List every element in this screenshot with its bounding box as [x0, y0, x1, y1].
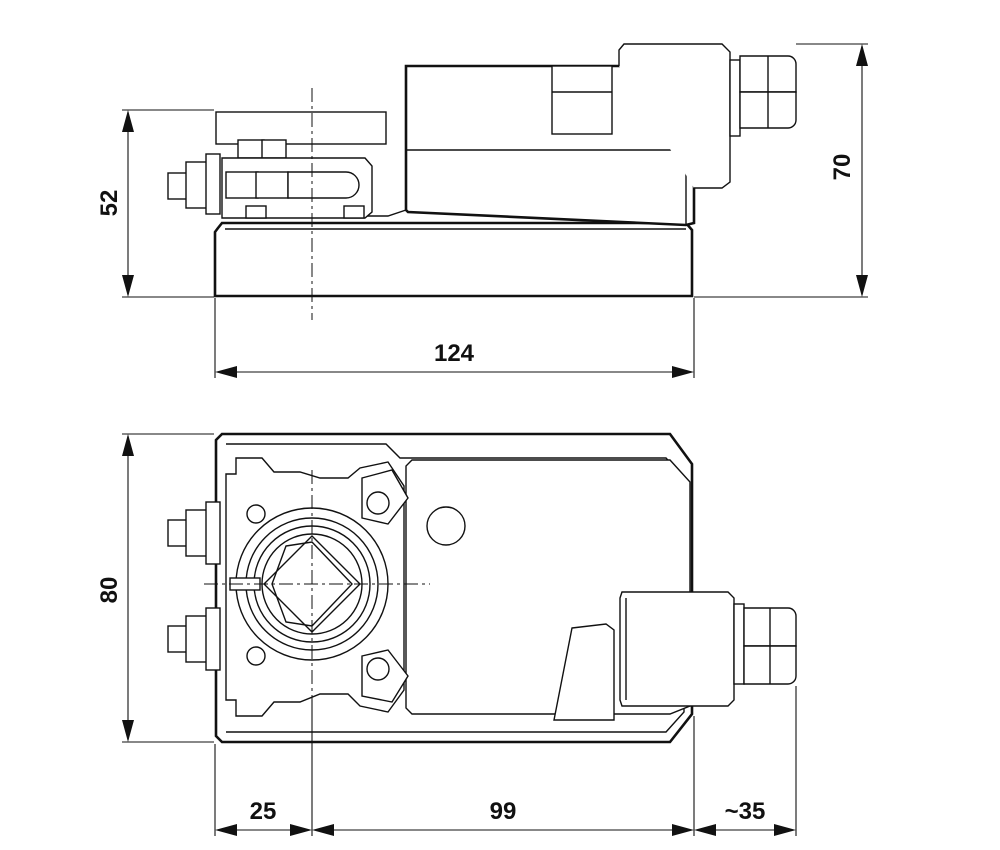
top-dimensions: 80 25 99 ~35: [96, 433, 797, 836]
side-housing-window: [551, 65, 613, 135]
dimension-top-offset: 25: [250, 798, 277, 825]
top-release-lever: [553, 623, 615, 721]
side-dimensions: 52 70 124: [96, 43, 868, 378]
top-cover-indicator: [426, 506, 466, 546]
side-connector-bracket: [618, 43, 731, 189]
top-connector: [619, 591, 735, 707]
dimension-top-width: 80: [96, 577, 123, 604]
dimension-side-height: 52: [96, 190, 123, 217]
top-screw: [366, 491, 390, 515]
top-view: [167, 432, 797, 744]
dimension-top-length: 99: [490, 798, 517, 825]
side-view: [167, 43, 797, 320]
top-screw: [366, 657, 390, 681]
top-nut: [167, 625, 189, 653]
side-cable-gland: [729, 59, 741, 137]
side-nut: [167, 172, 189, 200]
side-clamp-plate: [215, 111, 387, 145]
dimension-side-total-height: 70: [829, 154, 856, 181]
top-cover: [405, 459, 691, 715]
side-base: [213, 221, 694, 298]
dimension-side-length: 124: [434, 340, 475, 367]
dimension-connector-length: ~35: [725, 798, 766, 825]
top-nut: [167, 519, 189, 547]
top-clamp-bracket: [225, 457, 405, 717]
